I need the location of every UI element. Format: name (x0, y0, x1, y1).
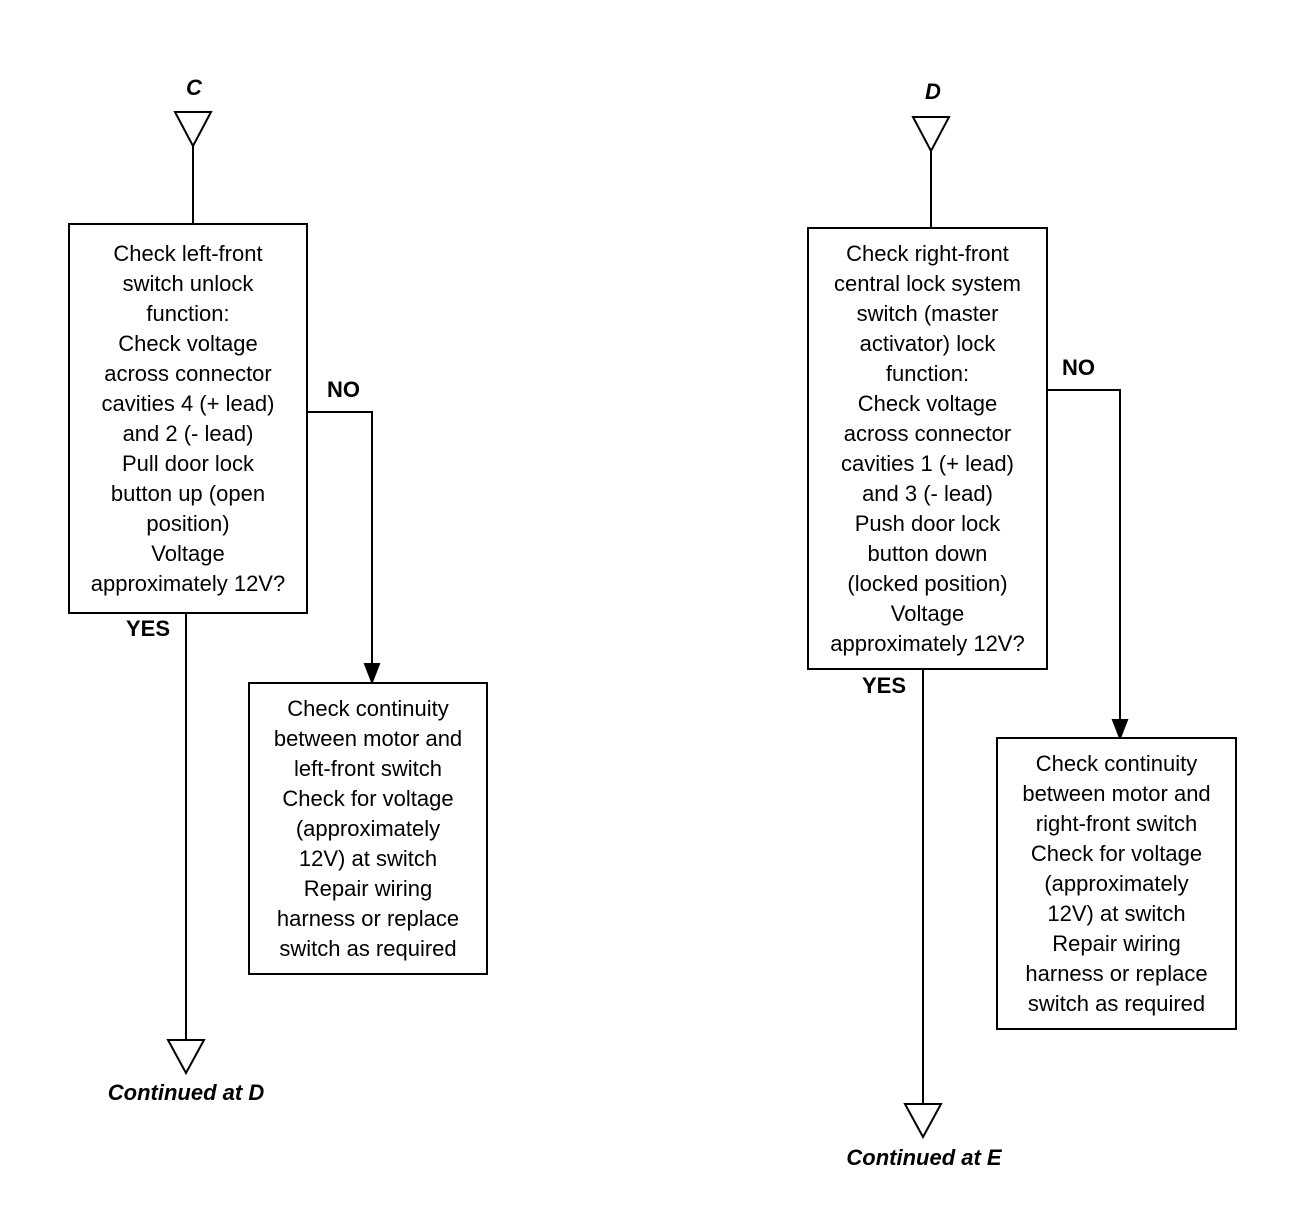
box-text-line: across connector (104, 360, 272, 386)
box-text-line: position) (146, 510, 230, 536)
box-text-line: switch as required (1027, 990, 1206, 1016)
left-yes-label: YES (126, 616, 171, 641)
box-text-line: function: (885, 360, 970, 386)
right-no-action-text: Check continuity between motor and right-f… (1022, 749, 1210, 1019)
box-text-line: Push door lock (854, 510, 1001, 536)
box-text-line: button up (open (110, 480, 266, 506)
box-text-line: Repair wiring (1052, 930, 1181, 956)
entry-label-d: D (925, 79, 941, 104)
box-text-line: 12V) at switch (298, 845, 438, 871)
box-text-line: left-front switch (294, 755, 442, 781)
box-text-line: Repair wiring (303, 875, 433, 901)
box-text-line: Check continuity (287, 695, 449, 721)
box-text-line: and 3 (- lead) (862, 480, 993, 506)
connector-right-no (1047, 389, 1121, 726)
box-text-line: between motor and (273, 725, 463, 751)
arrowhead-left-no (363, 663, 381, 685)
box-text-line: Pull door lock (121, 450, 255, 476)
box-text-line: (locked position) (847, 570, 1008, 596)
box-text-line: switch as required (279, 935, 457, 961)
exit-triangle-d (166, 1039, 206, 1076)
exit-triangle-e (903, 1103, 943, 1140)
exit-label-continued-at-d: Continued at D (107, 1080, 265, 1105)
box-text-line: Check for voltage (1030, 840, 1203, 866)
box-text-line: Check right-front (846, 240, 1009, 266)
exit-label-continued-at-e: Continued at E (846, 1145, 1002, 1170)
box-text-line: between motor and (1022, 780, 1211, 806)
left-no-action-box: Check continuity between motor and left-fr… (248, 682, 488, 975)
box-text-line: harness or replace (276, 905, 460, 931)
arrowhead-right-no (1111, 719, 1129, 741)
left-no-action-text: Check continuity between motor and left-fr… (274, 694, 462, 964)
box-text-line: switch (master (856, 300, 999, 326)
box-text-line: across connector (843, 420, 1012, 446)
box-text-line: Voltage (151, 540, 225, 566)
box-text-line: (approximately (1044, 870, 1189, 896)
entry-triangle-c (173, 111, 213, 149)
entry-label-c: C (186, 75, 202, 100)
box-text-line: Voltage (890, 600, 965, 626)
box-text-line: 12V) at switch (1047, 900, 1186, 926)
box-text-line: switch unlock (122, 270, 254, 296)
entry-triangle-d (911, 116, 951, 154)
left-check-text: Check left-front switch unlock function: Ch… (91, 239, 285, 599)
box-text-line: cavities 1 (+ lead) (840, 450, 1014, 476)
right-yes-label: YES (862, 673, 907, 698)
right-front-lock-check-box: Check right-front central lock system swit… (807, 227, 1048, 670)
box-text-line: Check voltage (118, 330, 258, 356)
box-text-line: (approximately (295, 815, 441, 841)
box-text-line: approximately 12V? (830, 630, 1025, 656)
box-text-line: cavities 4 (+ lead) (101, 390, 275, 416)
box-text-line: Check for voltage (282, 785, 454, 811)
connector-left-no (307, 411, 373, 670)
box-text-line: activator) lock (859, 330, 996, 356)
box-text-line: Check voltage (857, 390, 998, 416)
left-front-unlock-check-box: Check left-front switch unlock function: Ch… (68, 223, 308, 614)
right-no-label: NO (1062, 355, 1095, 380)
box-text-line: button down (867, 540, 988, 566)
box-text-line: central lock system (833, 270, 1022, 296)
box-text-line: harness or replace (1025, 960, 1208, 986)
box-text-line: function: (146, 300, 230, 326)
box-text-line: and 2 (- lead) (122, 420, 254, 446)
right-check-text: Check right-front central lock system swit… (830, 239, 1024, 659)
box-text-line: Check continuity (1035, 750, 1198, 776)
box-text-line: Check left-front (113, 240, 263, 266)
right-no-action-box: Check continuity between motor and right-f… (996, 737, 1237, 1030)
box-text-line: right-front switch (1035, 810, 1198, 836)
box-text-line: approximately 12V? (90, 570, 286, 596)
left-no-label: NO (327, 377, 360, 402)
